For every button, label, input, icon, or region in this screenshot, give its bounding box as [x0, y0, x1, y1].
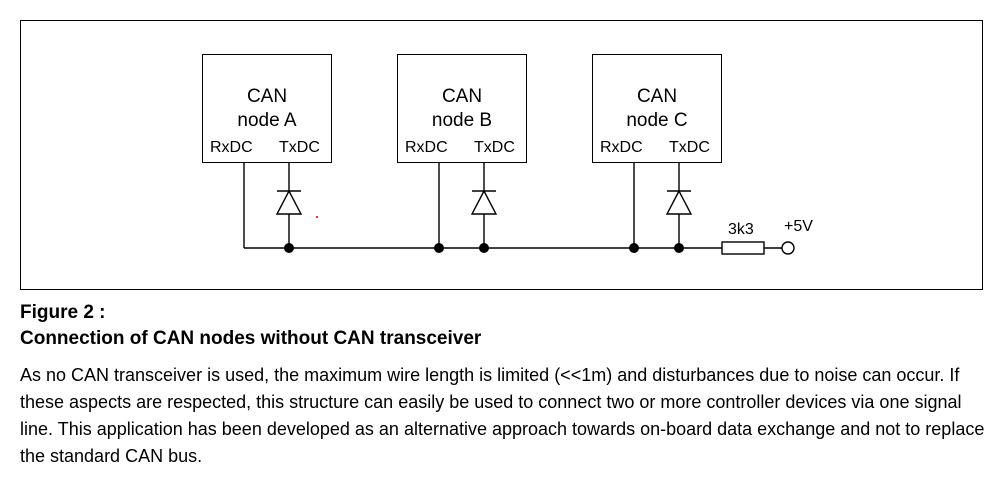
junction-dot: [284, 243, 294, 253]
node-c-line2: node C: [626, 110, 687, 131]
node-b-box: [397, 54, 527, 163]
node-c-rx-label: RxDC: [600, 139, 643, 156]
figure-label: Figure 2 :: [20, 302, 106, 323]
stray-dot: [316, 216, 318, 218]
supply-label: +5V: [784, 218, 813, 235]
can-node-a: CAN node A RxDC TxDC: [202, 54, 332, 163]
can-node-b: CAN node B RxDC TxDC: [397, 54, 527, 163]
node-b-line1: CAN: [442, 86, 482, 107]
figure-caption: Figure 2 : Connection of CAN nodes witho…: [20, 300, 990, 470]
junction-dot: [479, 243, 489, 253]
can-node-c: CAN node C RxDC TxDC: [592, 54, 722, 163]
node-c-tx-diode: [665, 162, 693, 248]
node-c-box: [592, 54, 722, 163]
node-a-line1: CAN: [247, 86, 287, 107]
node-a-tx-diode: [275, 162, 303, 248]
figure-title: Connection of CAN nodes without CAN tran…: [20, 328, 482, 349]
node-c-line1: CAN: [637, 86, 677, 107]
node-c-tx-label: TxDC: [669, 139, 710, 156]
node-b-line2: node B: [432, 110, 492, 131]
node-b-tx-diode: [470, 162, 498, 248]
node-b-tx-label: TxDC: [474, 139, 515, 156]
can-bus-diagram: CAN node A RxDC TxDC CAN node B RxDC TxD…: [20, 20, 983, 290]
node-a-line2: node A: [237, 110, 296, 131]
junction-dot: [434, 243, 444, 253]
node-a-tx-label: TxDC: [279, 139, 320, 156]
resistor-label: 3k3: [728, 221, 754, 238]
node-b-rx-label: RxDC: [405, 139, 448, 156]
junction-dot: [674, 243, 684, 253]
node-a-box: [202, 54, 332, 163]
body-paragraph: As no CAN transceiver is used, the maxim…: [20, 365, 985, 466]
pullup-resistor: [721, 241, 765, 255]
diagram-frame: [20, 20, 983, 290]
junction-dot: [629, 243, 639, 253]
supply-terminal: [781, 241, 795, 255]
node-a-rx-label: RxDC: [210, 139, 253, 156]
